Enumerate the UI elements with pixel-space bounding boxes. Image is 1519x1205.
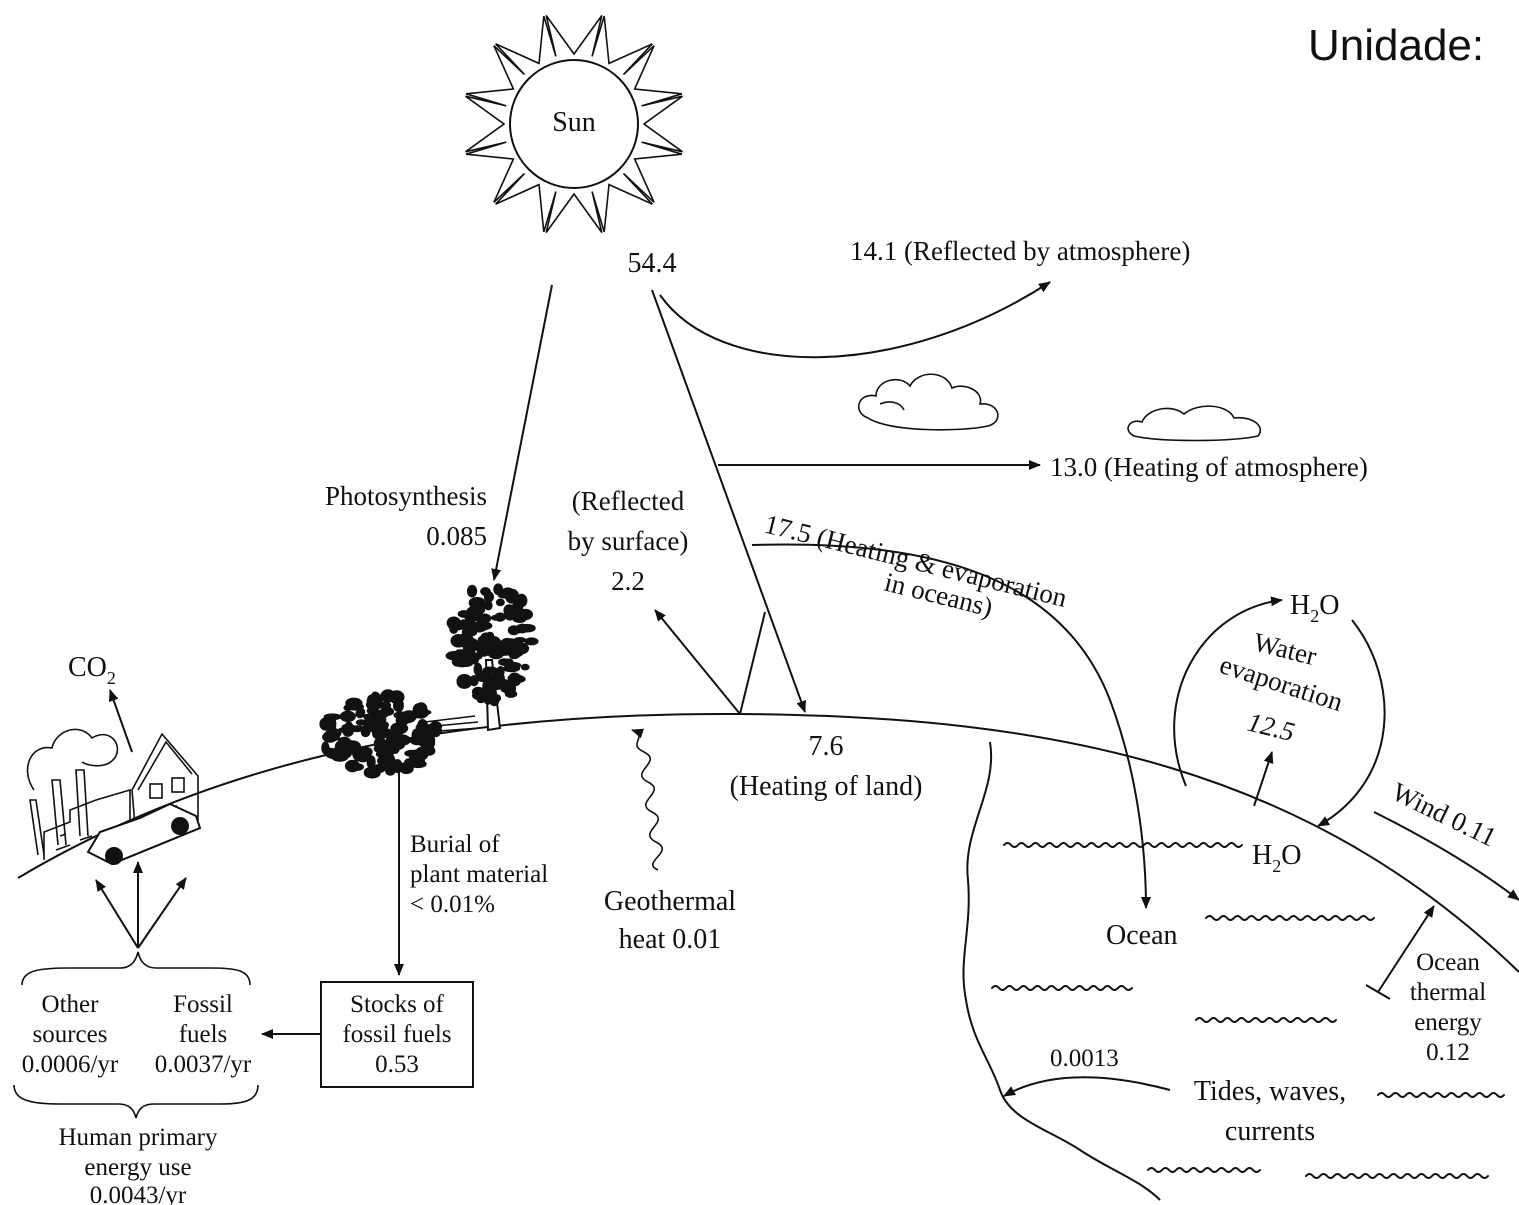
reflected-atmosphere-label: 14.1 (Reflected by atmosphere)	[850, 236, 1190, 266]
coastline	[963, 742, 1160, 1200]
wind-label: Wind 0.11	[1387, 776, 1501, 852]
tree-icon	[319, 689, 480, 778]
other-sources-label-1: Other	[42, 991, 100, 1018]
water-evaporation-value: 12.5	[1245, 707, 1298, 748]
human-use-label-1: Human primary	[59, 1124, 218, 1151]
geothermal-wave	[632, 730, 662, 870]
human-use-brace-top	[22, 952, 250, 985]
burial-label-3: < 0.01%	[410, 891, 495, 918]
co2-label: CO2	[68, 652, 116, 688]
ocean-thermal-tick	[1366, 985, 1390, 999]
use-arrow-right	[138, 878, 186, 948]
photosynthesis-value: 0.085	[426, 521, 487, 551]
unit-label: Unidade:	[1308, 21, 1484, 70]
water-h2o-top: H2O	[1290, 590, 1339, 626]
cloud-icon	[859, 374, 998, 430]
other-sources-value: 0.0006/yr	[22, 1051, 119, 1078]
photosynthesis-label: Photosynthesis	[325, 481, 487, 511]
reflected-surface-label-1: (Reflected	[572, 486, 685, 516]
geothermal-label-1: Geothermal	[604, 886, 736, 917]
tides-value: 0.0013	[1050, 1045, 1119, 1072]
ocean-thermal-value: 0.12	[1426, 1039, 1470, 1066]
burial-label-2: plant material	[410, 861, 548, 888]
sun-total-value: 54.4	[628, 248, 677, 279]
sun-label: Sun	[552, 107, 596, 138]
fossil-box-line1: Stocks of	[350, 991, 444, 1018]
fossil-fuels-label-2: fuels	[179, 1021, 228, 1048]
human-use-value: 0.0043/yr	[90, 1182, 187, 1205]
cloud-icon	[1128, 406, 1260, 440]
photosynthesis-arrow	[494, 285, 552, 580]
fossil-box-value: 0.53	[375, 1051, 419, 1078]
reflected-surface-line	[740, 612, 765, 714]
evaporation-down-arrow	[1318, 620, 1385, 826]
geothermal-label-2: heat 0.01	[619, 924, 722, 955]
reflected-surface-label-2: by surface)	[568, 526, 689, 556]
evaporation-value-arrow	[1254, 752, 1272, 806]
tides-arrow	[1004, 1077, 1170, 1096]
reflected-atmosphere-arrow	[660, 282, 1050, 357]
ocean-thermal-label-1: Ocean	[1416, 949, 1480, 976]
heating-land-label: (Heating of land)	[730, 771, 923, 802]
burial-label-1: Burial of	[410, 831, 500, 858]
car-icon	[88, 804, 200, 865]
co2-arrow	[110, 690, 132, 752]
tree-icon	[446, 583, 539, 730]
reflected-surface-arrow	[655, 610, 740, 714]
other-sources-label-2: sources	[33, 1021, 108, 1048]
ocean-label: Ocean	[1106, 920, 1178, 951]
fossil-fuels-label-1: Fossil	[173, 991, 233, 1018]
fossil-box-line2: fossil fuels	[342, 1021, 451, 1048]
fossil-fuels-value: 0.0037/yr	[155, 1051, 252, 1078]
human-use-brace-bottom	[14, 1085, 258, 1118]
reflected-surface-value: 2.2	[611, 566, 645, 596]
tides-label-1: Tides, waves,	[1194, 1076, 1346, 1107]
use-arrow-left	[96, 880, 138, 948]
tides-label-2: currents	[1225, 1116, 1315, 1147]
water-h2o-bottom: H2O	[1252, 840, 1301, 876]
ocean-thermal-label-2: thermal	[1410, 979, 1486, 1006]
human-use-label-2: energy use	[84, 1154, 191, 1181]
heating-land-value: 7.6	[809, 731, 844, 762]
ocean-thermal-label-3: energy	[1414, 1009, 1482, 1036]
heating-atmosphere-label: 13.0 (Heating of atmosphere)	[1050, 452, 1368, 482]
